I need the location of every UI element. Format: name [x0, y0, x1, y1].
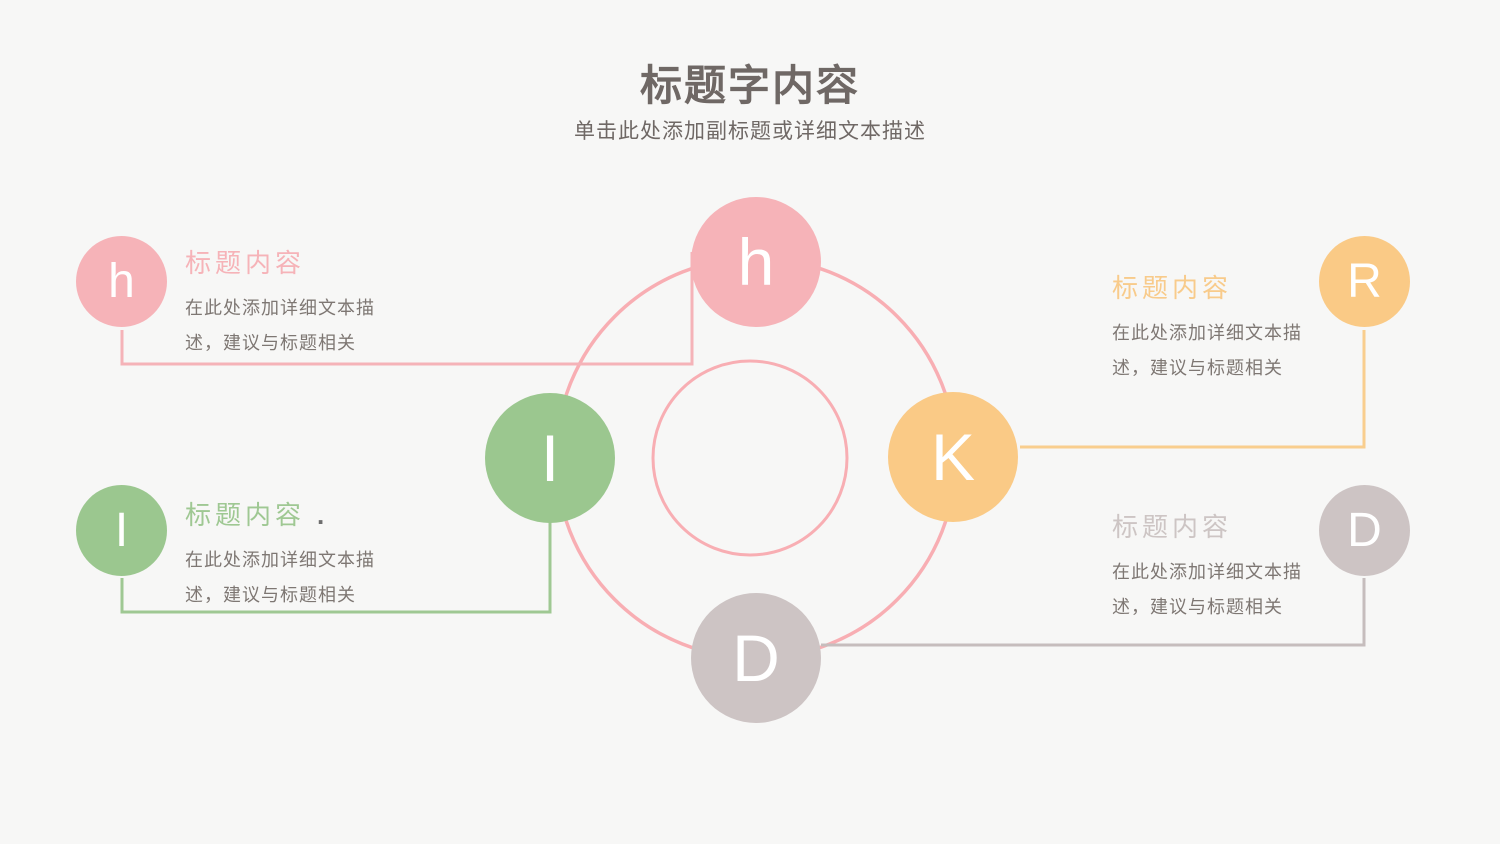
- body-line-1: 在此处添加详细文本描: [185, 550, 375, 570]
- inner-ring: [651, 359, 849, 557]
- body-line-2: 述，建议与标题相关: [185, 585, 356, 605]
- info-block-body: 在此处添加详细文本描 述，建议与标题相关: [1112, 316, 1422, 386]
- info-block-body: 在此处添加详细文本描 述，建议与标题相关: [1112, 555, 1422, 625]
- heading-dot: .: [317, 500, 325, 530]
- ring-node-right-letter: K: [930, 420, 976, 494]
- body-line-2: 述，建议与标题相关: [185, 333, 356, 353]
- info-block-heading: 标题内容: [1112, 512, 1233, 542]
- info-block-heading: 标题内容: [1112, 273, 1233, 303]
- body-line-1: 在此处添加详细文本描: [1112, 323, 1302, 343]
- info-block-heading: 标题内容: [185, 248, 306, 278]
- body-line-1: 在此处添加详细文本描: [185, 298, 375, 318]
- badge-top-right-letter: R: [1347, 255, 1382, 308]
- ring-node-left-letter: I: [540, 421, 560, 495]
- slide-subtitle: 单击此处添加副标题或详细文本描述: [574, 120, 926, 143]
- ring-node-top-pink: h: [691, 197, 821, 327]
- ring-node-bottom-letter: D: [732, 621, 780, 695]
- info-block-heading: 标题内容.: [185, 500, 325, 530]
- badge-bottom-right: D: [1319, 485, 1410, 576]
- body-line-2: 述，建议与标题相关: [1112, 358, 1283, 378]
- badge-bottom-left: I: [76, 485, 167, 576]
- slide-title: 标题字内容: [639, 62, 860, 109]
- badge-bottom-left-letter: I: [114, 504, 129, 557]
- badge-bottom-right-letter: D: [1347, 504, 1382, 557]
- badge-top-left-letter: h: [108, 255, 135, 308]
- body-line-2: 述，建议与标题相关: [1112, 597, 1283, 617]
- ring-node-left-green: I: [485, 393, 615, 523]
- info-block-body: 在此处添加详细文本描 述，建议与标题相关: [185, 543, 495, 613]
- ring-node-top-letter: h: [737, 225, 775, 299]
- ring-node-right-orange: K: [888, 392, 1018, 522]
- info-block-top-left: 标题内容 在此处添加详细文本描 述，建议与标题相关: [185, 243, 495, 361]
- info-block-bottom-right: 标题内容 在此处添加详细文本描 述，建议与标题相关: [1112, 507, 1422, 625]
- ring-node-bottom-gray: D: [691, 593, 821, 723]
- badge-top-left: h: [76, 236, 167, 327]
- info-block-bottom-left: 标题内容. 在此处添加详细文本描 述，建议与标题相关: [185, 495, 495, 613]
- info-block-body: 在此处添加详细文本描 述，建议与标题相关: [185, 291, 495, 361]
- badge-top-right: R: [1319, 236, 1410, 327]
- body-line-1: 在此处添加详细文本描: [1112, 562, 1302, 582]
- info-block-top-right: 标题内容 在此处添加详细文本描 述，建议与标题相关: [1112, 268, 1422, 386]
